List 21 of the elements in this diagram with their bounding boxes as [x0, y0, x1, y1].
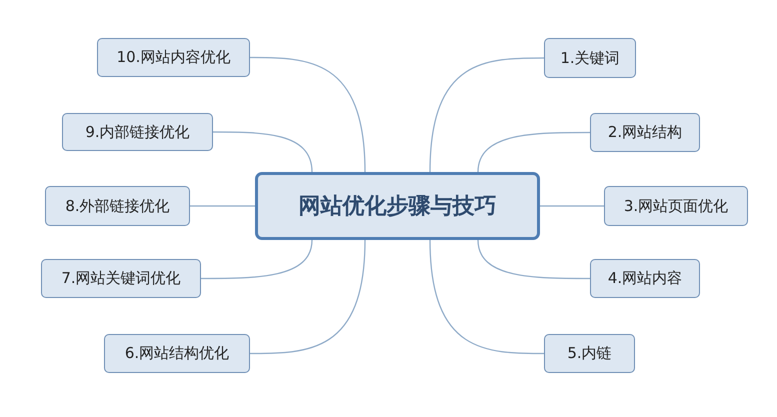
connector-line	[250, 56, 366, 172]
topic-box: 10.网站内容优化	[97, 38, 250, 77]
connector-line	[429, 240, 544, 354]
topic-box: 5.内链	[544, 334, 635, 373]
connector-line	[477, 132, 590, 172]
topic-box: 2.网站结构	[590, 113, 700, 152]
topic-box: 1.关键词	[544, 38, 636, 78]
connector-line	[429, 57, 544, 172]
connector-line	[190, 205, 255, 207]
connector-line	[201, 240, 313, 280]
topic-box: 3.网站页面优化	[604, 186, 748, 226]
topic-box: 4.网站内容	[590, 259, 700, 298]
connector-line	[213, 131, 313, 172]
central-topic-box: 网站优化步骤与技巧	[255, 172, 540, 240]
connector-line	[477, 240, 590, 280]
topic-box: 6.网站结构优化	[104, 334, 250, 373]
topic-box: 9.内部链接优化	[62, 113, 213, 151]
connector-line	[540, 205, 604, 207]
topic-box: 8.外部链接优化	[45, 186, 190, 226]
topic-box: 7.网站关键词优化	[41, 259, 201, 298]
connector-line	[250, 240, 366, 354]
